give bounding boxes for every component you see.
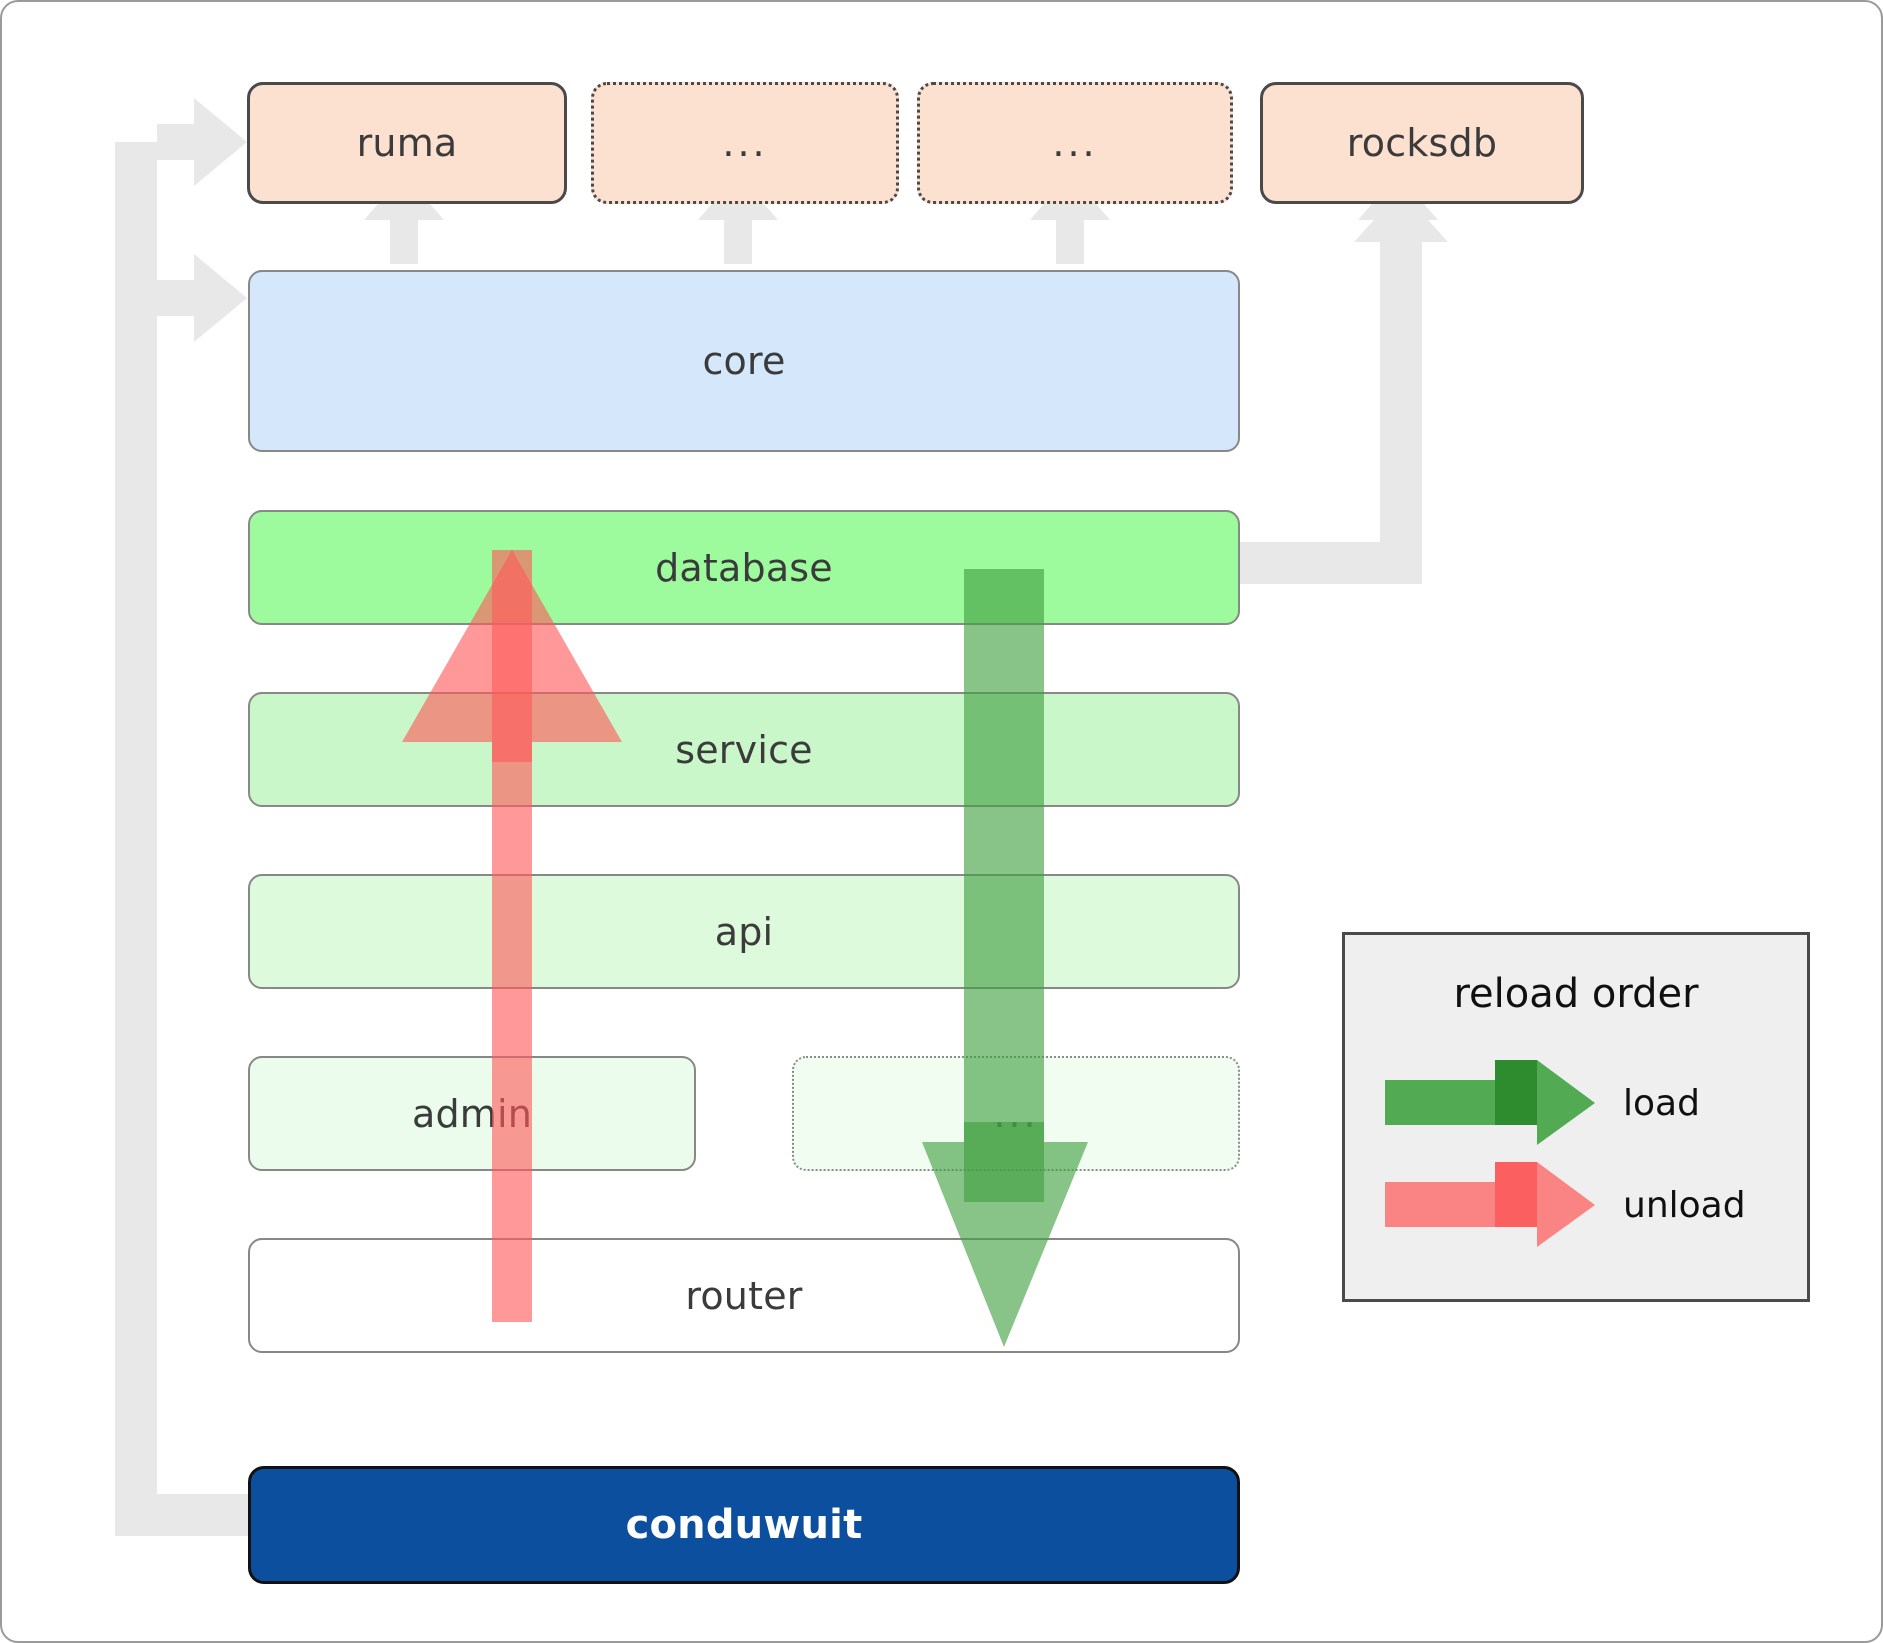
layer-label-ellipsis: ... <box>993 1091 1039 1136</box>
conduwuit-to-deps-connector <box>115 98 250 1536</box>
layer-box-router[interactable]: router <box>248 1238 1240 1353</box>
dependency-box-ellipsis-2[interactable]: ... <box>917 82 1233 204</box>
root-label-conduwuit: conduwuit <box>625 1502 863 1548</box>
layer-label-api: api <box>714 909 774 954</box>
unload-arrow-icon <box>1385 1162 1595 1247</box>
layer-box-ellipsis[interactable]: ... <box>792 1056 1240 1171</box>
dependency-label-rocksdb: rocksdb <box>1346 121 1498 165</box>
layer-label-core: core <box>702 339 786 383</box>
layer-box-service[interactable]: service <box>248 692 1240 807</box>
dependency-box-ruma[interactable]: ruma <box>247 82 567 204</box>
dependency-box-ellipsis-1[interactable]: ... <box>591 82 899 204</box>
legend-arrow-icons <box>1385 1060 1595 1247</box>
layer-box-core[interactable]: core <box>248 270 1240 452</box>
legend-panel: reload order load unload <box>1342 932 1810 1302</box>
layer-box-database[interactable]: database <box>248 510 1240 625</box>
layer-label-admin: admin <box>411 1091 533 1136</box>
layer-label-database: database <box>655 545 833 590</box>
dependency-label-ellipsis-2: ... <box>1052 121 1098 165</box>
layer-label-service: service <box>675 727 813 772</box>
legend-label-unload: unload <box>1623 1185 1746 1226</box>
dependency-box-rocksdb[interactable]: rocksdb <box>1260 82 1584 204</box>
legend-title: reload order <box>1453 971 1699 1017</box>
layer-box-api[interactable]: api <box>248 874 1240 989</box>
dependency-label-ellipsis-1: ... <box>722 121 768 165</box>
load-arrow-icon <box>1385 1060 1595 1145</box>
legend-label-load: load <box>1623 1083 1700 1124</box>
root-box-conduwuit[interactable]: conduwuit <box>248 1466 1240 1584</box>
layer-label-router: router <box>685 1273 803 1318</box>
dependency-label-ruma: ruma <box>356 121 458 165</box>
layer-box-admin[interactable]: admin <box>248 1056 696 1171</box>
